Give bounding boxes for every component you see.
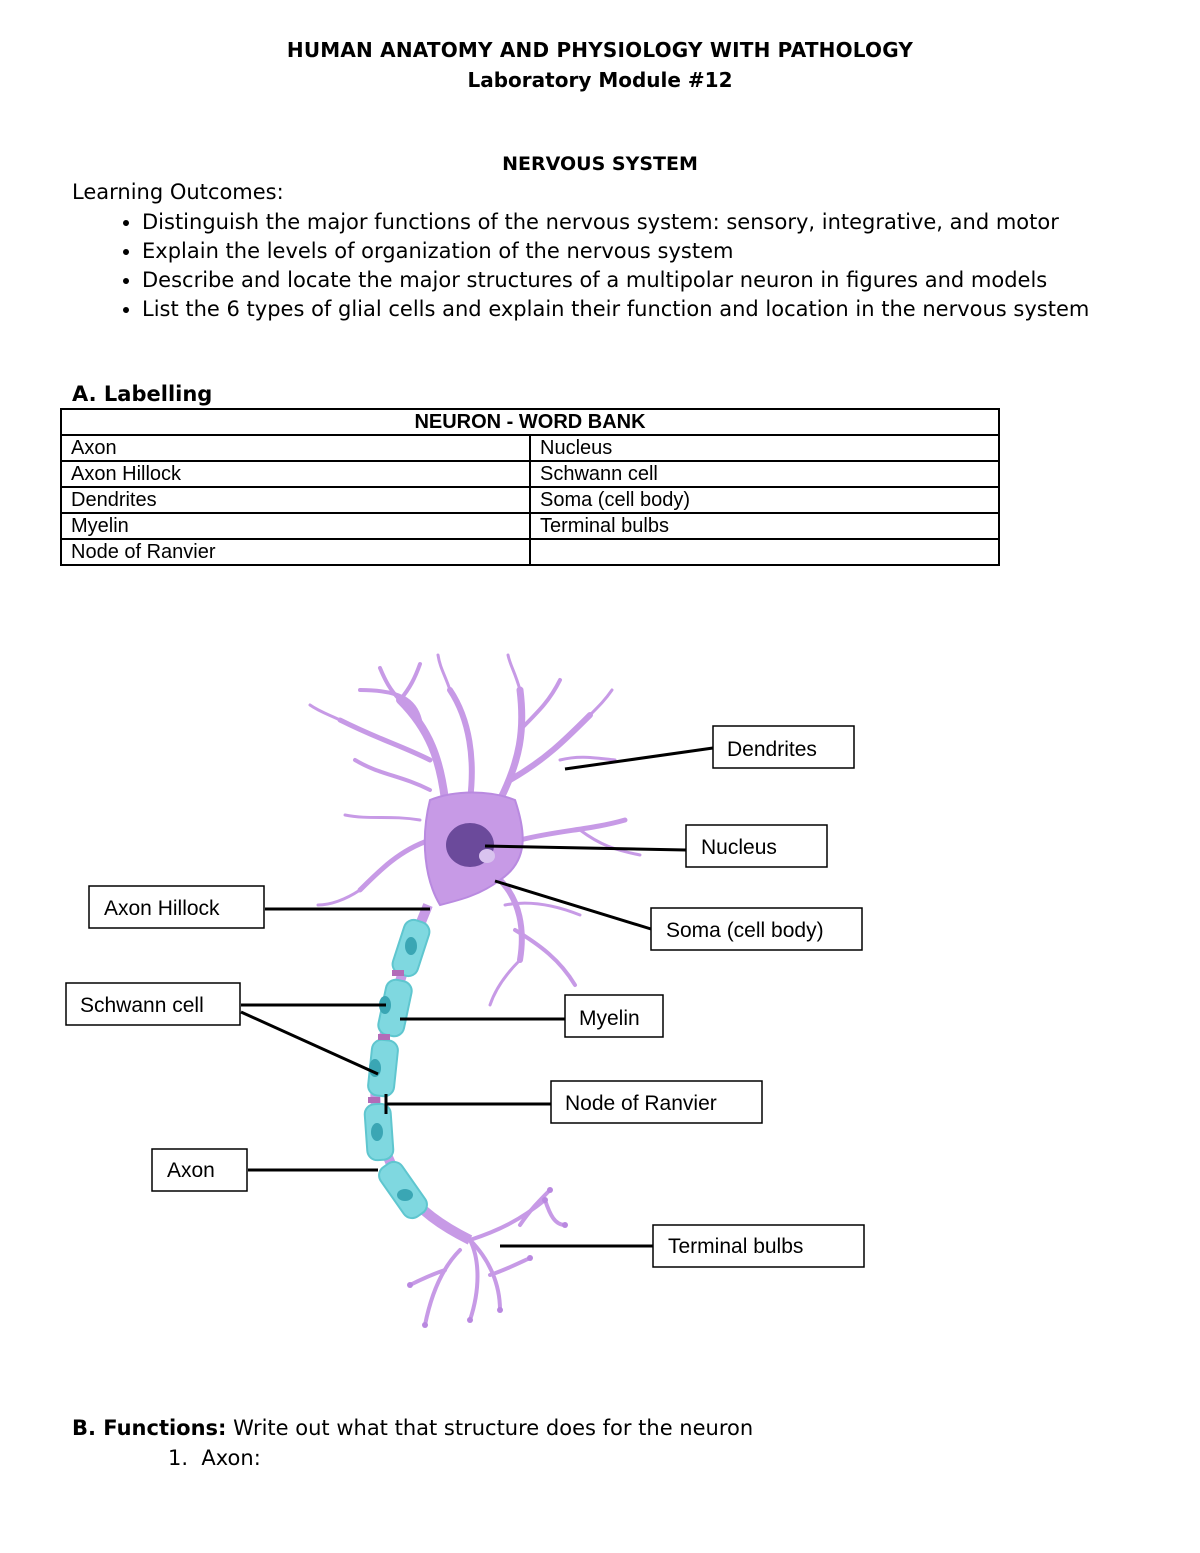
myelin-label: Myelin <box>579 1007 640 1030</box>
outcome-item: List the 6 types of glial cells and expl… <box>142 295 1132 324</box>
neuron-diagram: Dendrites Nucleus Soma (cell body) Axon … <box>65 653 865 1328</box>
word-bank-cell: Axon Hillock <box>60 460 531 488</box>
node-illustration <box>368 970 404 1103</box>
soma-label: Soma (cell body) <box>666 919 824 942</box>
terminal-bulbs-illustration <box>407 1187 568 1328</box>
learning-outcomes-label: Learning Outcomes: <box>72 180 284 204</box>
myelin-label-box <box>564 994 664 1038</box>
soma-label-box <box>650 907 863 951</box>
nucleolus-illustration <box>479 849 495 863</box>
axon-hillock-label: Axon Hillock <box>104 897 220 920</box>
axon-hillock-label-box <box>88 885 265 929</box>
question-label: Axon: <box>201 1446 261 1470</box>
dendrites-label-box <box>712 725 855 769</box>
section-b-heading: B. Functions: Write out what that struct… <box>72 1416 753 1440</box>
table-row: Dendrites Soma (cell body) <box>60 486 1000 514</box>
section-a-title: A. Labelling <box>72 382 213 406</box>
table-row: Axon Nucleus <box>60 434 1000 462</box>
word-bank-cell: Node of Ranvier <box>60 538 531 566</box>
table-row: Node of Ranvier <box>60 538 1000 566</box>
question-number: 1. <box>168 1446 189 1470</box>
word-bank-cell: Terminal bulbs <box>529 512 1000 540</box>
word-bank-cell <box>529 538 1000 566</box>
dendrites-illustration <box>308 653 642 1007</box>
word-bank-cell: Myelin <box>60 512 531 540</box>
schwann-cell-label: Schwann cell <box>80 994 204 1017</box>
word-bank-cell: Axon <box>60 434 531 462</box>
nucleus-label-box <box>685 824 828 868</box>
topic-title: NERVOUS SYSTEM <box>502 153 698 175</box>
word-bank-cell: Schwann cell <box>529 460 1000 488</box>
learning-outcomes-list: Distinguish the major functions of the n… <box>72 208 1132 324</box>
terminal-branches-illustration <box>408 1188 567 1327</box>
word-bank-cell: Dendrites <box>60 486 531 514</box>
section-b-instruction: Write out what that structure does for t… <box>226 1416 754 1440</box>
node-of-ranvier-label-box <box>550 1080 763 1124</box>
outcome-item: Describe and locate the major structures… <box>142 266 1132 295</box>
table-row: Axon Hillock Schwann cell <box>60 460 1000 488</box>
question-1: 1. Axon: <box>168 1446 261 1470</box>
leader-lines <box>240 746 714 1248</box>
outcome-item: Distinguish the major functions of the n… <box>142 208 1132 237</box>
axon-label-box <box>151 1148 248 1192</box>
word-bank-table: NEURON - WORD BANK Axon Nucleus Axon Hil… <box>60 408 1000 566</box>
module-title: Laboratory Module #12 <box>467 68 733 92</box>
dendrites-label: Dendrites <box>727 738 817 761</box>
terminal-bulbs-label-box <box>652 1224 865 1268</box>
outcome-item: Explain the levels of organization of th… <box>142 237 1132 266</box>
node-of-ranvier-label: Node of Ranvier <box>565 1092 717 1115</box>
word-bank-cell: Soma (cell body) <box>529 486 1000 514</box>
word-bank-cell: Nucleus <box>529 434 1000 462</box>
axon-label: Axon <box>167 1159 215 1182</box>
table-row: Myelin Terminal bulbs <box>60 512 1000 540</box>
word-bank-title: NEURON - WORD BANK <box>60 408 1000 436</box>
terminal-bulbs-label: Terminal bulbs <box>668 1235 803 1258</box>
schwann-cell-label-box <box>65 982 241 1026</box>
nucleus-label: Nucleus <box>701 836 777 859</box>
course-title: HUMAN ANATOMY AND PHYSIOLOGY WITH PATHOL… <box>286 38 914 62</box>
section-b-title: B. Functions: <box>72 1416 227 1440</box>
